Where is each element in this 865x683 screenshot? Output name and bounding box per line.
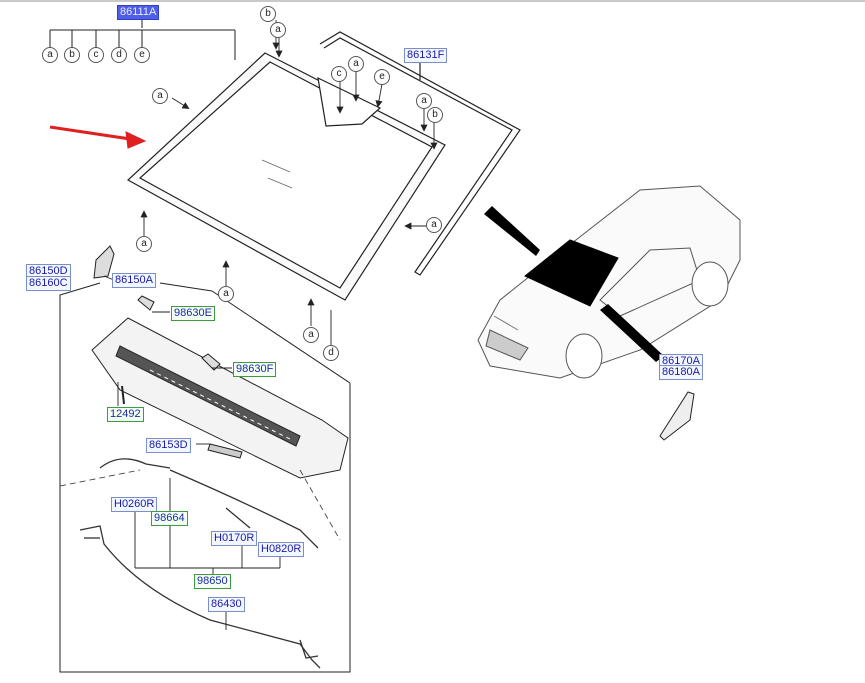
label-hose-o[interactable]: H0170R (211, 531, 258, 546)
label-windshield[interactable]: 86111A (117, 5, 160, 20)
top-divider (0, 0, 865, 2)
label-weatherstrip[interactable]: 86430 (208, 597, 245, 612)
ref-circle-a: a (303, 327, 319, 343)
ref-circle-b: b (427, 107, 443, 123)
ref-circle-c: c (88, 47, 104, 63)
label-hose-r[interactable]: H0260R (111, 497, 158, 512)
label-garnish-right-b[interactable]: 86180A (659, 365, 703, 380)
red-arrow (49, 125, 147, 149)
windshield-glass (126, 52, 446, 301)
label-clip-e[interactable]: 98630E (171, 306, 215, 321)
ref-circle-a: a (218, 286, 234, 302)
molding-strip (319, 31, 521, 276)
label-cowl-panel[interactable]: 86150A (112, 273, 156, 288)
ref-circle-a: a (426, 217, 442, 233)
label-molding[interactable]: 86131F (404, 48, 448, 63)
ref-circle-a: a (152, 88, 168, 104)
car-illustration (477, 185, 741, 379)
ref-circle-d: d (111, 47, 127, 63)
weatherstrip-part (79, 525, 321, 669)
label-garnish-left-c[interactable]: 86160C (26, 276, 71, 291)
label-grille[interactable]: 86153D (146, 438, 191, 453)
ref-circle-a: a (42, 47, 58, 63)
label-nozzle[interactable]: 98664 (151, 511, 188, 526)
ref-circle-e: e (134, 47, 150, 63)
garnish-left-part (93, 245, 115, 279)
label-screw[interactable]: 12492 (107, 407, 144, 422)
ref-circle-d: d (323, 345, 339, 361)
label-hose-b[interactable]: H0820R (258, 542, 305, 557)
ref-circle-a: a (136, 236, 152, 252)
ref-circle-c: c (331, 66, 347, 82)
ref-circle-e: e (374, 69, 390, 85)
cowl-panel-part (91, 317, 349, 479)
ref-circle-b: b (64, 47, 80, 63)
ref-circle-a: a (416, 93, 432, 109)
cowl-box (59, 282, 351, 673)
garnish-right-part (659, 391, 695, 441)
washer-hose (59, 458, 341, 549)
ref-circle-a: a (348, 56, 364, 72)
label-washer-assy[interactable]: 98650 (194, 574, 231, 589)
ref-circle-a: a (270, 22, 286, 38)
label-clip-f[interactable]: 98630F (233, 362, 277, 377)
ref-circle-b: b (260, 6, 276, 22)
